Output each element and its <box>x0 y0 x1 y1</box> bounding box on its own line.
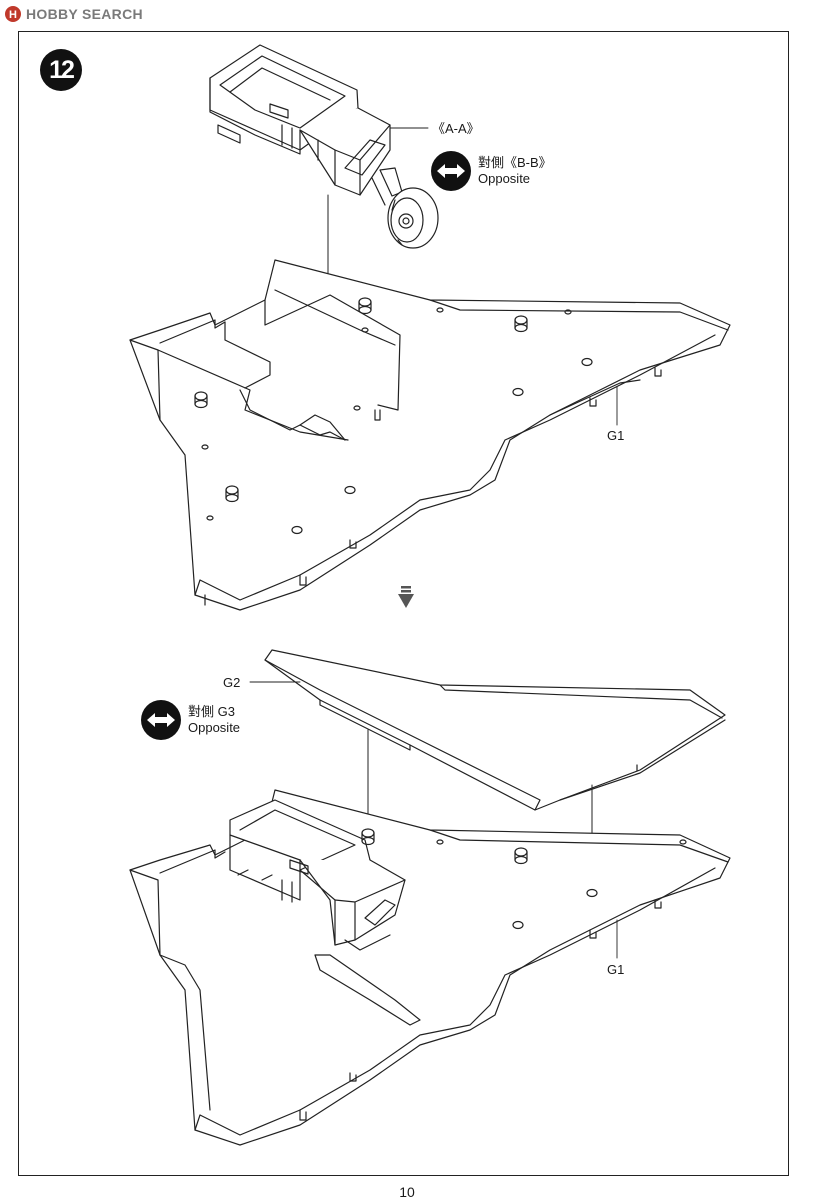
double-arrow-icon <box>141 700 181 740</box>
step-badge: 12 <box>40 49 82 91</box>
opposite-part-label: 對側《B-B》 <box>478 155 552 170</box>
double-arrow-icon <box>431 151 471 191</box>
upper-wing-g2 <box>264 649 726 811</box>
opposite-callout-b-b: 對側《B-B》 Opposite <box>431 151 552 191</box>
hobbysearch-logo-icon: H <box>5 6 21 22</box>
page-frame <box>18 31 789 1176</box>
label-a-a: 《A-A》 <box>432 121 480 136</box>
watermark-text: HOBBY SEARCH <box>26 6 143 22</box>
gear-bay-part-top <box>209 44 439 249</box>
down-arrow-icon <box>398 586 414 608</box>
watermark: H HOBBY SEARCH <box>4 4 143 24</box>
opposite-word: Opposite <box>478 171 531 186</box>
label-g1-bottom: G1 <box>607 962 625 977</box>
label-g2: G2 <box>223 675 241 690</box>
svg-text:H: H <box>9 9 17 21</box>
opposite-callout-g3: 對側 G3 Opposite <box>141 700 240 740</box>
lower-fuselage-g1-bottom <box>129 789 731 1146</box>
page-number: 10 <box>399 1184 415 1200</box>
lower-fuselage-g1-top <box>129 259 731 611</box>
opposite-part-label: 對側 G3 <box>188 704 235 719</box>
opposite-word: Opposite <box>188 720 241 735</box>
label-g1-top: G1 <box>607 428 625 443</box>
